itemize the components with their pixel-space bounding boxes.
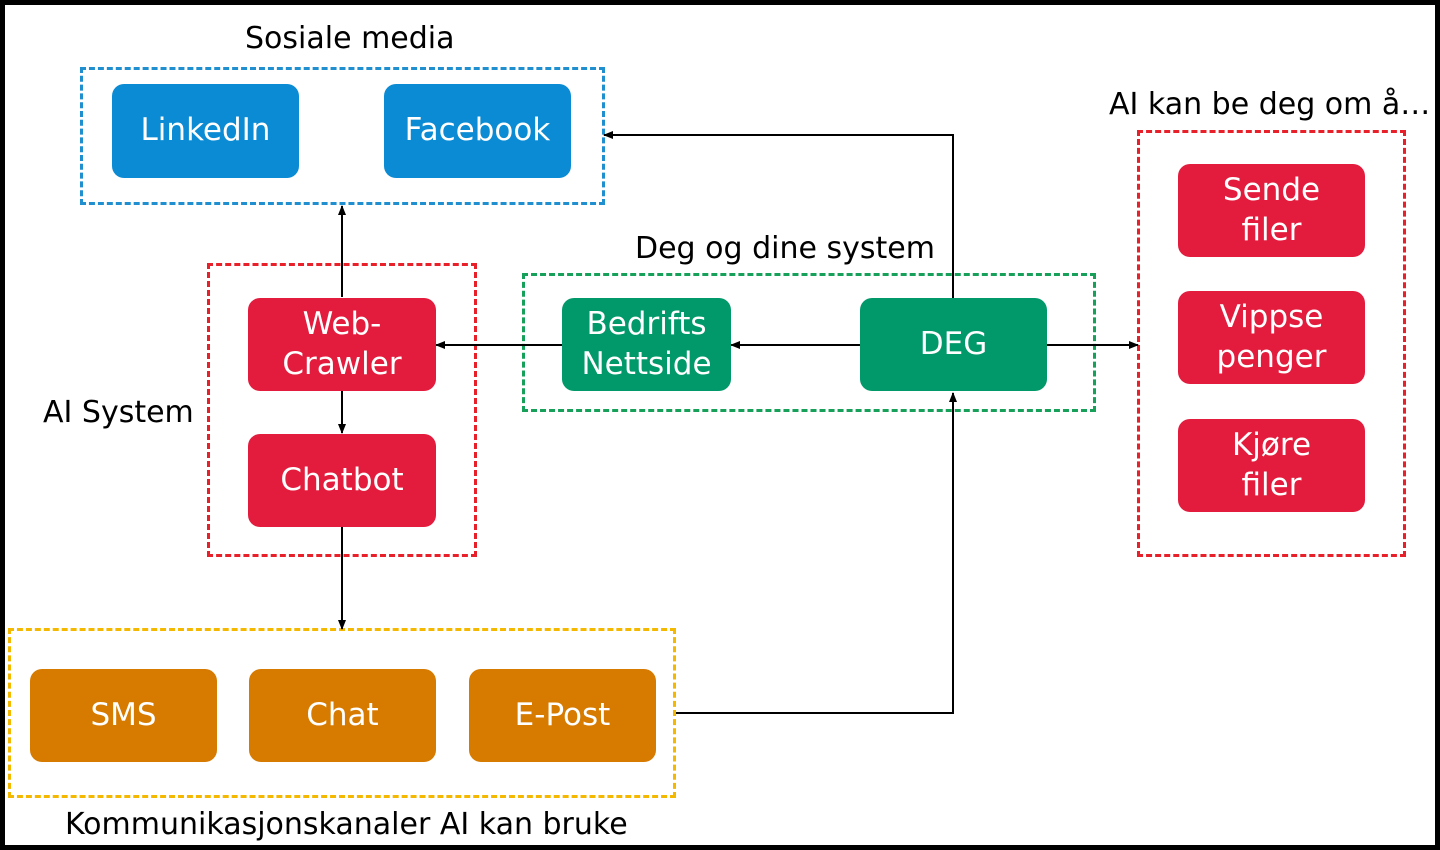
node-linkedin: LinkedIn	[112, 84, 299, 178]
channels-title: Kommunikasjonskanaler AI kan bruke	[65, 807, 628, 842]
your-system-title: Deg og dine system	[635, 231, 935, 266]
node-web-crawler: Web- Crawler	[248, 298, 436, 391]
node-deg: DEG	[860, 298, 1047, 391]
ai-asks-title: AI kan be deg om å…	[1109, 87, 1431, 122]
diagram-canvas: Sosiale media AI System Deg og dine syst…	[5, 5, 1435, 845]
node-run-files: Kjøre filer	[1178, 419, 1365, 512]
arrow-email-to-deg	[676, 392, 957, 714]
node-send-files: Sende filer	[1178, 164, 1365, 257]
node-company-website: Bedrifts Nettside	[562, 298, 731, 391]
social-media-title: Sosiale media	[245, 21, 455, 56]
node-facebook: Facebook	[384, 84, 571, 178]
node-chat: Chat	[249, 669, 436, 762]
node-email: E-Post	[469, 669, 656, 762]
node-sms: SMS	[30, 669, 217, 762]
node-chatbot: Chatbot	[248, 434, 436, 527]
node-vipps-money: Vippse penger	[1178, 291, 1365, 384]
ai-system-title: AI System	[43, 395, 194, 430]
